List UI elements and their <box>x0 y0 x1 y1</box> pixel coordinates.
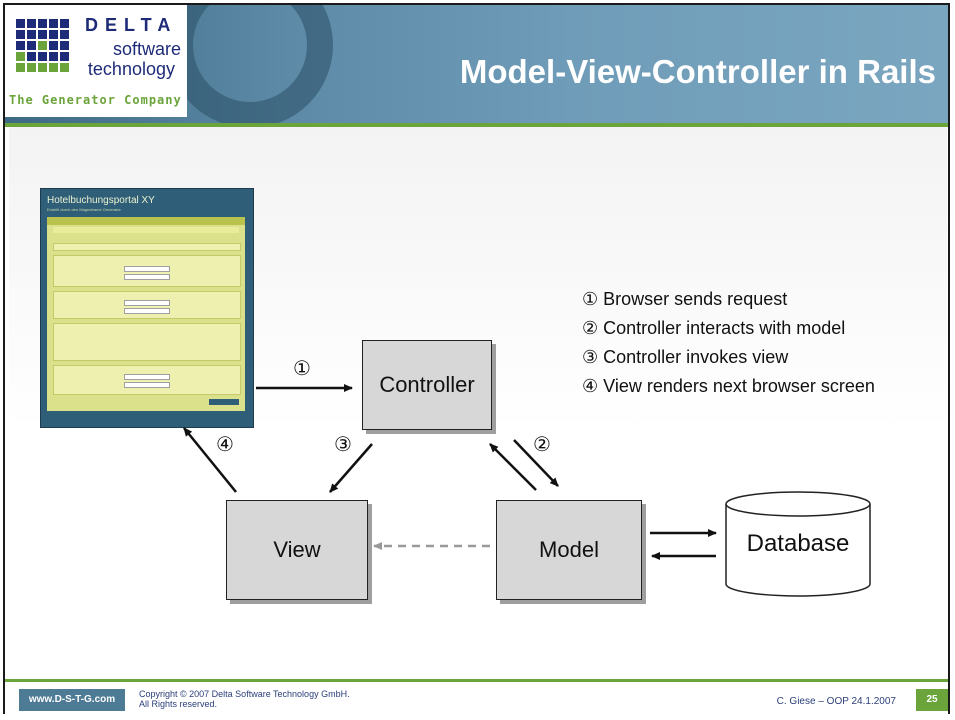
page-number: 25 <box>916 689 948 711</box>
legend-item: ① Browser sends request <box>582 289 788 309</box>
screenshot-menu-bar <box>47 217 245 225</box>
step-2-label: ② <box>533 434 551 456</box>
screenshot-title: Hotelbuchungsportal XY <box>47 195 155 206</box>
screenshot-form <box>47 217 245 411</box>
logo-delta-text: DELTA <box>85 15 178 35</box>
screenshot-section <box>53 291 241 319</box>
logo-technology-text: technology <box>87 59 175 79</box>
screenshot-button <box>209 399 239 405</box>
copyright-line-1: Copyright © 2007 Delta Software Technolo… <box>139 689 350 699</box>
browser-screenshot: Hotelbuchungsportal XY Erstellt durch de… <box>40 188 254 428</box>
header-divider <box>5 123 948 127</box>
model-box: Model <box>496 500 642 600</box>
step-1-label: ① <box>293 358 311 380</box>
company-logo: DELTA software technology The Generator … <box>5 5 187 117</box>
arrow-model-to-controller <box>489 443 537 491</box>
logo-dots-icon <box>16 19 72 75</box>
legend-item: ② Controller interacts with model <box>582 318 846 338</box>
author-date: C. Giese – OOP 24.1.2007 <box>776 696 896 707</box>
slide-footer: www.D-S-T-G.com Copyright © 2007 Delta S… <box>5 679 948 717</box>
view-box: View <box>226 500 368 600</box>
slide-header: DELTA software technology The Generator … <box>5 5 948 123</box>
screenshot-field <box>124 300 170 306</box>
copyright-text: Copyright © 2007 Delta Software Technolo… <box>139 689 350 709</box>
screenshot-field <box>124 382 170 388</box>
screenshot-footer-bar <box>41 419 253 425</box>
screenshot-field <box>124 308 170 314</box>
screenshot-subtitle: Erstellt durch den Magnaframe Generator <box>47 207 121 212</box>
screenshot-tabs <box>53 227 239 233</box>
copyright-line-2: All Rights reserved. <box>139 699 218 709</box>
screenshot-field <box>124 274 170 280</box>
database-label: Database <box>746 530 850 557</box>
screenshot-section <box>53 255 241 287</box>
screenshot-section <box>53 323 241 361</box>
screenshot-field <box>124 374 170 380</box>
legend-item: ④ View renders next browser screen <box>582 376 875 396</box>
controller-box: Controller <box>362 340 492 430</box>
slide-title: Model-View-Controller in Rails <box>459 53 936 90</box>
step-legend: ① Browser sends request ② Controller int… <box>582 285 875 401</box>
arrow-view-to-browser <box>183 427 237 493</box>
arrow-controller-to-view <box>329 443 373 493</box>
step-4-label: ④ <box>216 434 234 456</box>
database-cylinder <box>725 491 871 597</box>
logo-tagline: The Generator Company <box>9 93 182 107</box>
logo-software-text: software <box>112 39 181 59</box>
legend-item: ③ Controller invokes view <box>582 347 789 367</box>
step-3-label: ③ <box>334 434 352 456</box>
screenshot-section <box>53 243 241 251</box>
arrow-controller-to-model <box>513 439 559 487</box>
screenshot-section <box>53 365 241 395</box>
website-badge[interactable]: www.D-S-T-G.com <box>19 689 125 711</box>
screenshot-field <box>124 266 170 272</box>
